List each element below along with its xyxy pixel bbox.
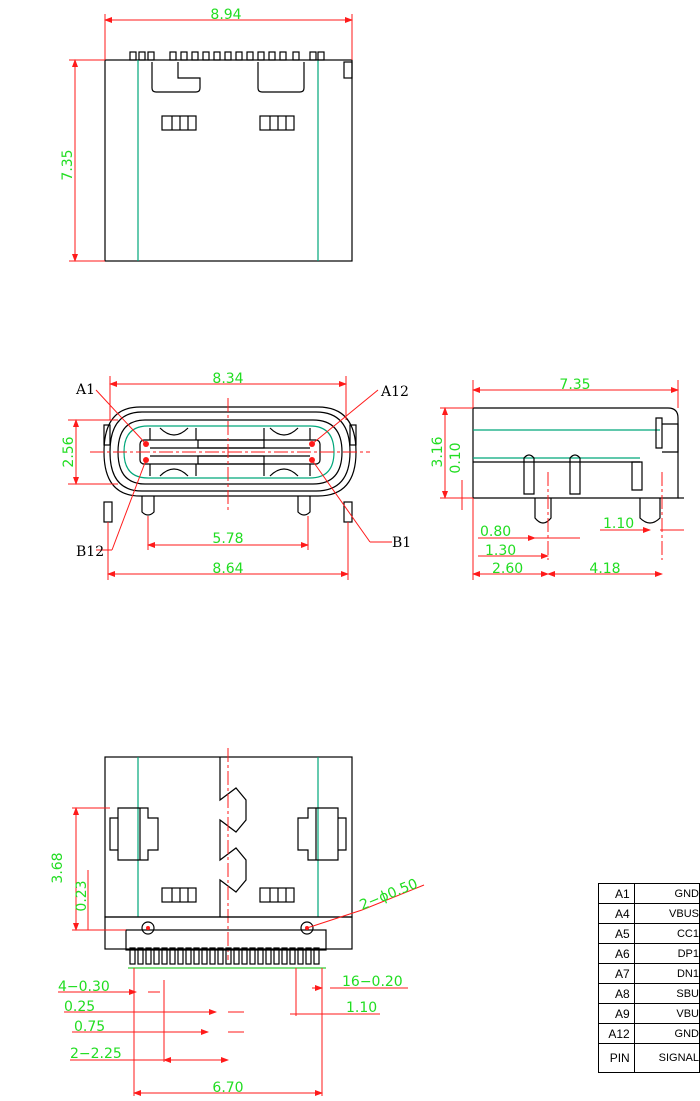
pin-header: PIN — [598, 1043, 635, 1073]
side-view: 7.35 3.16 0.10 0.80 1.30 2.60 4.18 1.10 — [430, 377, 684, 580]
signal-cell: DP1 — [633, 943, 700, 964]
dim-front-inner: 5.78 — [212, 531, 243, 547]
pin-label-a12: A12 — [380, 384, 409, 400]
pin-cell: A6 — [598, 943, 635, 964]
signal-cell: VBU — [633, 1003, 700, 1024]
dim-bottom-025: 0.25 — [64, 999, 95, 1015]
top-view: 8.94 7.35 — [60, 7, 353, 262]
bottom-view-pads — [129, 947, 320, 965]
pin-cell: A8 — [598, 983, 635, 1004]
dim-bottom-075: 0.75 — [74, 1019, 105, 1035]
signal-cell: GND — [633, 883, 700, 904]
signal-cell: GND — [633, 1023, 700, 1044]
dim-side-110: 1.10 — [603, 516, 634, 532]
top-view-pins — [129, 51, 325, 61]
pin-label-b12: B12 — [76, 544, 104, 560]
front-view: A1 A12 B12 B1 8.34 2.56 5.78 8.64 — [61, 371, 411, 580]
signal-cell: CC1 — [633, 923, 700, 944]
signal-cell: DN1 — [633, 963, 700, 984]
dim-side-418: 4.18 — [589, 561, 620, 577]
dim-front-width: 8.34 — [212, 371, 243, 387]
pin-label-b1: B1 — [392, 535, 411, 551]
dim-side-small: 0.10 — [448, 442, 464, 473]
pin-label-a1: A1 — [75, 382, 95, 398]
pin-cell: A4 — [598, 903, 635, 924]
dim-top-width: 8.94 — [210, 7, 241, 23]
pin-cell: A7 — [598, 963, 635, 984]
signal-cell: SBU — [633, 983, 700, 1004]
dim-bottom-670: 6.70 — [212, 1080, 243, 1096]
top-view-outline — [104, 59, 353, 262]
dim-side-260: 2.60 — [492, 561, 523, 577]
bottom-view: 3.68 0.23 2−ϕ0.50 4−0.30 0.25 0.75 2−2.2… — [50, 748, 425, 1096]
dim-bottom-368: 3.68 — [50, 852, 66, 883]
signal-header: SIGNAL — [633, 1043, 700, 1073]
dim-side-width: 7.35 — [559, 377, 590, 393]
dim-side-height: 3.16 — [430, 436, 446, 467]
dim-bottom-225: 2−2.25 — [70, 1046, 122, 1062]
dim-bottom-pads16: 16−0.20 — [342, 974, 403, 990]
dim-bottom-023: 0.23 — [74, 880, 90, 911]
pin-cell: A5 — [598, 923, 635, 944]
pin-cell: A12 — [598, 1023, 635, 1044]
dim-side-080: 0.80 — [480, 524, 511, 540]
dim-bottom-110: 1.10 — [346, 1000, 377, 1016]
dim-side-130: 1.30 — [485, 543, 516, 559]
pin-cell: A9 — [598, 1003, 635, 1024]
signal-cell: VBUS — [633, 903, 700, 924]
dim-bottom-pads4: 4−0.30 — [58, 979, 110, 995]
dim-front-height: 2.56 — [61, 436, 77, 467]
dim-top-height: 7.35 — [60, 149, 76, 180]
dim-front-bottom: 8.64 — [212, 561, 243, 577]
dim-bottom-holes: 2−ϕ0.50 — [358, 876, 421, 914]
pin-cell: A1 — [598, 883, 635, 904]
